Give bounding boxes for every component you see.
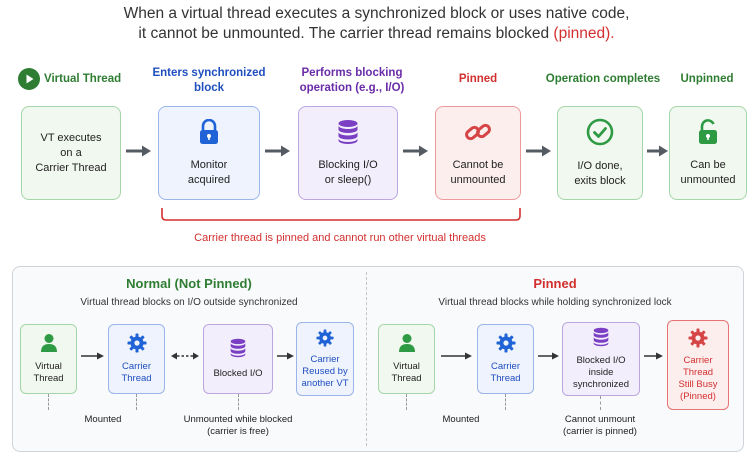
database-icon xyxy=(229,338,247,362)
normal-arrow-2 xyxy=(277,352,294,360)
stage-label-operation-completes: Operation completes xyxy=(545,73,661,85)
flow-box-io-done-text: I/O done, exits block xyxy=(574,159,626,187)
normal-note-mounted: Mounted xyxy=(84,414,122,425)
normal-blocked-io-box: Blocked I/O xyxy=(203,324,273,394)
flow-arrow-4 xyxy=(526,145,551,157)
normal-arrow-1 xyxy=(81,352,104,360)
stage-label-blocking-operation: Performs blocking operation (e.g., I/O) xyxy=(299,67,405,94)
title-pinned-highlight: (pinned). xyxy=(553,25,615,42)
flow-arrow-1 xyxy=(126,145,151,157)
normal-carrier-reused-text: Carrier Reused by another VT xyxy=(301,353,349,389)
stage-label-virtual-thread: Virtual Thread xyxy=(44,73,122,85)
pinned-blocked-io-box: Blocked I/O inside synchronized xyxy=(562,322,640,396)
chain-link-icon xyxy=(464,119,492,150)
pinned-title: Pinned xyxy=(533,276,577,291)
page-title: When a virtual thread executes a synchro… xyxy=(0,4,753,44)
pinned-carrier-busy-text: Carrier Thread Still Busy (Pinned) xyxy=(678,354,718,402)
normal-vt-dashline xyxy=(48,394,49,410)
flow-box-cannot-unmount-text: Cannot be unmounted xyxy=(450,158,506,186)
pinned-carrier-dashline xyxy=(505,394,506,410)
stage-label-unpinned: Unpinned xyxy=(680,73,734,85)
flow-box-blocking-io: Blocking I/O or sleep() xyxy=(298,106,398,200)
pinned-bracket-caption: Carrier thread is pinned and cannot run … xyxy=(194,232,486,244)
flow-box-monitor-acquired: Monitor acquired xyxy=(158,106,260,200)
stage-label-enters-synchronized: Enters synchronized block xyxy=(152,67,266,94)
flow-arrow-5 xyxy=(647,145,668,157)
flow-box-cannot-unmount: Cannot be unmounted xyxy=(435,106,521,200)
pinned-carrier-thread-box: Carrier Thread xyxy=(477,324,534,394)
flow-box-monitor-acquired-text: Monitor acquired xyxy=(187,158,231,186)
gear-icon xyxy=(127,333,147,357)
pinned-io-dashline xyxy=(600,396,601,410)
normal-virtual-thread-box: Virtual Thread xyxy=(20,324,77,394)
flow-arrow-2 xyxy=(265,145,290,157)
normal-note-unmounted: Unmounted while blocked (carrier is free… xyxy=(183,414,293,437)
check-circle-icon xyxy=(586,118,614,151)
pinned-note-cannot-unmount: Cannot unmount (carrier is pinned) xyxy=(563,414,637,437)
database-icon xyxy=(337,119,359,150)
person-icon xyxy=(40,333,58,357)
title-line-2-prefix: it cannot be unmounted. The carrier thre… xyxy=(138,25,554,42)
gear-icon xyxy=(316,328,334,351)
lock-icon xyxy=(198,118,220,150)
normal-carrier-reused-box: Carrier Reused by another VT xyxy=(296,322,354,396)
normal-io-dashline xyxy=(238,394,239,410)
flow-box-blocking-io-text: Blocking I/O or sleep() xyxy=(318,158,378,186)
pinned-carrier-thread-text: Carrier Thread xyxy=(490,361,521,384)
normal-title: Normal (Not Pinned) xyxy=(126,276,252,291)
pinned-bracket xyxy=(161,208,521,221)
normal-carrier-dashline xyxy=(136,394,137,410)
stage-label-pinned: Pinned xyxy=(458,73,498,85)
pinned-arrow-2 xyxy=(538,352,559,360)
flow-box-vt-executes-text: VT executes on a Carrier Thread xyxy=(35,131,107,174)
flow-box-can-unmount: Can be unmounted xyxy=(669,106,747,200)
flow-box-vt-executes: VT executes on a Carrier Thread xyxy=(21,106,121,200)
panel-divider xyxy=(366,272,367,446)
title-line-1: When a virtual thread executes a synchro… xyxy=(123,5,630,22)
pinned-carrier-busy-box: Carrier Thread Still Busy (Pinned) xyxy=(667,320,729,410)
pinned-arrow-1 xyxy=(441,352,472,360)
pinned-virtual-thread-box: Virtual Thread xyxy=(378,324,435,394)
gear-icon xyxy=(496,333,516,357)
normal-subtitle: Virtual thread blocks on I/O outside syn… xyxy=(80,297,298,308)
normal-carrier-thread-box: Carrier Thread xyxy=(108,324,165,394)
title-line-2: it cannot be unmounted. The carrier thre… xyxy=(0,24,753,44)
pinned-arrow-3 xyxy=(644,352,663,360)
flow-box-can-unmount-text: Can be unmounted xyxy=(680,158,736,186)
play-icon xyxy=(18,68,40,90)
normal-blocked-io-text: Blocked I/O xyxy=(213,368,263,379)
person-icon xyxy=(398,333,416,357)
pinned-blocked-io-text: Blocked I/O inside synchronized xyxy=(573,355,629,390)
unlock-icon xyxy=(697,118,719,150)
flow-box-io-done: I/O done, exits block xyxy=(557,106,643,200)
normal-arrow-bidirectional xyxy=(171,352,199,360)
normal-carrier-thread-text: Carrier Thread xyxy=(121,361,152,384)
pinned-vt-dashline xyxy=(406,394,407,410)
pinned-virtual-thread-text: Virtual Thread xyxy=(391,361,422,384)
gear-icon xyxy=(688,328,708,352)
pinned-note-mounted: Mounted xyxy=(442,414,480,425)
pinned-subtitle: Virtual thread blocks while holding sync… xyxy=(438,297,672,308)
normal-virtual-thread-text: Virtual Thread xyxy=(33,361,64,384)
flow-arrow-3 xyxy=(403,145,428,157)
database-icon xyxy=(592,327,610,351)
